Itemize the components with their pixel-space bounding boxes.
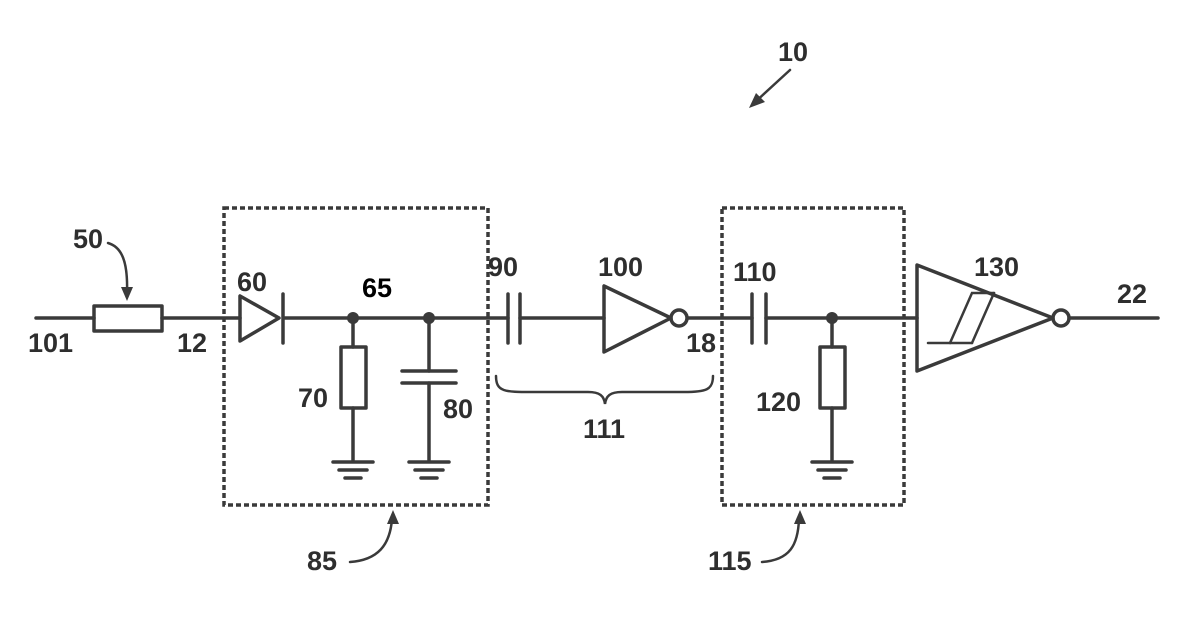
capacitor-90 <box>506 292 522 345</box>
resistor-70 <box>339 345 368 410</box>
resistor-50 <box>92 304 164 333</box>
label-115: 115 <box>708 546 752 576</box>
label-60: 60 <box>237 267 267 297</box>
resistor-120 <box>818 345 847 410</box>
label-22: 22 <box>1117 279 1147 309</box>
block-85-box <box>222 206 490 507</box>
ground-symbol-70 <box>331 460 375 480</box>
label-111: 111 <box>583 414 625 444</box>
brace-111 <box>494 374 715 405</box>
block-115-box <box>720 206 906 507</box>
label-120: 120 <box>756 387 801 417</box>
schmitt-trigger-130 <box>915 263 1071 373</box>
inverter-100 <box>602 284 689 354</box>
label-80: 80 <box>443 394 473 424</box>
label-12: 12 <box>177 328 207 358</box>
label-65: 65 <box>362 273 392 303</box>
label-90: 90 <box>488 252 518 282</box>
arrow-115 <box>760 510 806 564</box>
label-101: 101 <box>28 328 73 358</box>
arrow-85 <box>348 510 399 564</box>
arrow-50 <box>106 241 133 301</box>
label-50: 50 <box>73 224 103 254</box>
label-100: 100 <box>598 252 643 282</box>
label-110: 110 <box>733 257 777 287</box>
label-130: 130 <box>974 252 1019 282</box>
capacitor-80 <box>400 369 458 385</box>
label-85: 85 <box>307 546 337 576</box>
capacitor-110 <box>750 292 768 345</box>
arrow-10 <box>749 68 792 108</box>
diode-60 <box>238 292 285 345</box>
label-18: 18 <box>686 328 716 358</box>
label-70: 70 <box>298 383 328 413</box>
ground-symbol-120 <box>810 460 854 480</box>
ground-symbol-80 <box>407 460 451 480</box>
label-10: 10 <box>778 37 808 67</box>
